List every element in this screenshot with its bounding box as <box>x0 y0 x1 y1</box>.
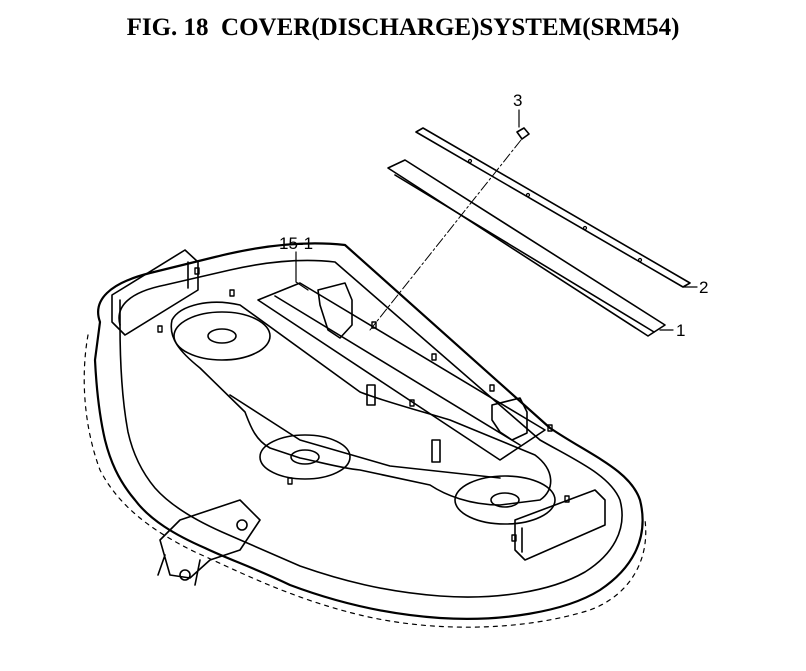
deck-outer-outline <box>93 242 644 620</box>
idler-stud <box>366 384 376 406</box>
spindle-center <box>259 434 351 480</box>
part-1-cover-plate <box>387 159 666 337</box>
hitch-pin-left <box>179 569 191 581</box>
callout-1: 1 <box>676 321 685 340</box>
callout-3: 3 <box>513 91 522 110</box>
discharge-cover-plate <box>257 282 546 461</box>
part-3-clip <box>516 127 530 140</box>
spindle-left <box>173 311 271 361</box>
callout-2: 2 <box>699 278 708 297</box>
bracket-tab <box>431 439 441 463</box>
callout-15-1: 15-1 <box>279 234 313 253</box>
deck-stamp-lower <box>229 394 501 479</box>
part-2-holes <box>467 158 643 263</box>
cover-plate-edge <box>274 295 521 446</box>
part-2-strip <box>415 127 691 288</box>
front-hitch-arm <box>157 499 261 586</box>
assembly-line <box>369 139 522 331</box>
hitch-pin-right <box>236 519 248 531</box>
deck-bolts <box>157 267 570 542</box>
spindle-left-hub <box>207 328 237 344</box>
mower-deck <box>83 242 647 628</box>
deck-inner-rim <box>118 259 623 598</box>
leader-lines <box>295 109 698 331</box>
spindle-right-hub <box>490 492 520 508</box>
left-mount-bracket <box>111 249 199 336</box>
part-1-cover-fold <box>394 174 655 333</box>
deck-skirt-dashed <box>83 334 647 628</box>
right-mount-bracket <box>514 489 606 561</box>
spindle-right <box>454 475 556 525</box>
deck-belt-plate <box>170 301 552 506</box>
spindle-center-hub <box>290 449 320 465</box>
hinge-block-front <box>491 397 528 441</box>
hinge-block-rear <box>317 282 353 339</box>
figure-title: FIG. 18 COVER(DISCHARGE)SYSTEM(SRM54) <box>126 14 680 41</box>
